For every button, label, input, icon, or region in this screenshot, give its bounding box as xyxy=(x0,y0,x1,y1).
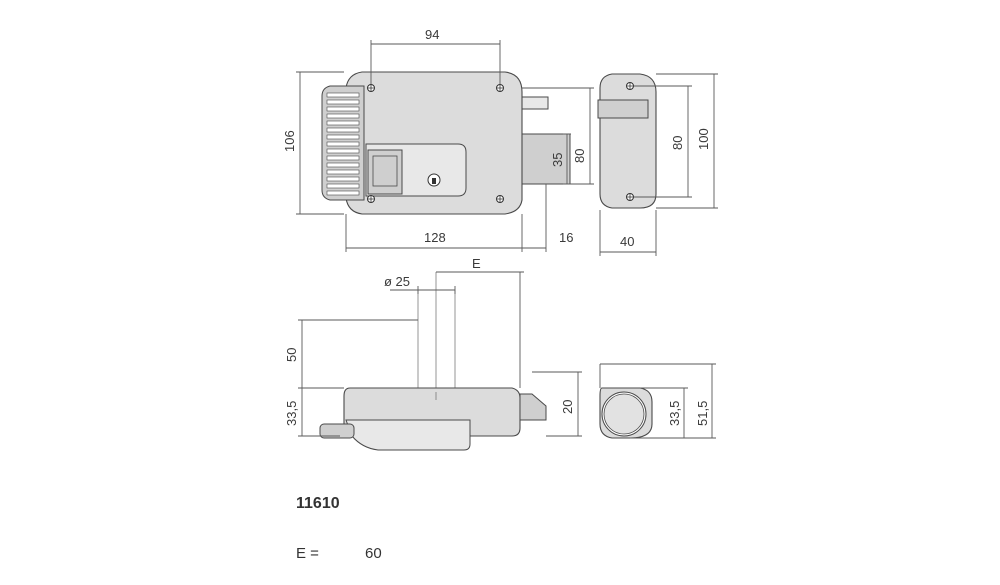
e-value: 60 xyxy=(365,545,382,562)
top-button xyxy=(319,423,355,439)
dim-50-label: 50 xyxy=(284,348,299,362)
e-label: E = xyxy=(296,545,319,562)
dim-35-label: 35 xyxy=(550,153,565,167)
dim-33-5-left-label: 33,5 xyxy=(284,401,299,426)
side-dimension-lines xyxy=(599,73,718,256)
side-view: 80 100 40 xyxy=(597,73,718,256)
dim-94-label: 94 xyxy=(425,27,439,42)
front-dimension-lines xyxy=(296,40,594,252)
dim-51-5-label: 51,5 xyxy=(695,401,710,426)
front-projection xyxy=(345,419,471,451)
top-latch-bolt xyxy=(519,393,547,421)
screw-icons-front xyxy=(367,84,504,203)
dim-80-front-label: 80 xyxy=(572,149,587,163)
dim-side-100-label: 100 xyxy=(696,128,711,150)
front-bolt-upper xyxy=(519,96,549,110)
front-latch-bolt xyxy=(519,133,571,185)
front-view: 94 106 35 80 128 16 xyxy=(282,27,594,252)
release-button xyxy=(367,149,403,195)
end-dimension-lines xyxy=(600,363,716,439)
top-dimension-lines xyxy=(298,271,582,437)
dim-side-40-label: 40 xyxy=(620,234,634,249)
dim-106-label: 106 xyxy=(282,130,297,152)
dim-20-label: 20 xyxy=(560,400,575,414)
e-marker-label: E xyxy=(472,256,481,271)
end-view: 33,5 51,5 xyxy=(599,363,716,439)
side-bolt xyxy=(597,99,649,119)
dim-128-label: 128 xyxy=(424,230,446,245)
diameter-label: ø 25 xyxy=(384,274,410,289)
dim-16-label: 16 xyxy=(559,230,573,245)
dim-33-5-right-label: 33,5 xyxy=(667,401,682,426)
model-code: 11610 xyxy=(296,495,340,512)
top-view: E ø 25 50 33,5 20 xyxy=(284,256,582,451)
grille-slots xyxy=(326,92,360,196)
dim-side-80-label: 80 xyxy=(670,136,685,150)
screw-icons-side xyxy=(626,82,634,201)
lock-body-side xyxy=(599,73,657,209)
